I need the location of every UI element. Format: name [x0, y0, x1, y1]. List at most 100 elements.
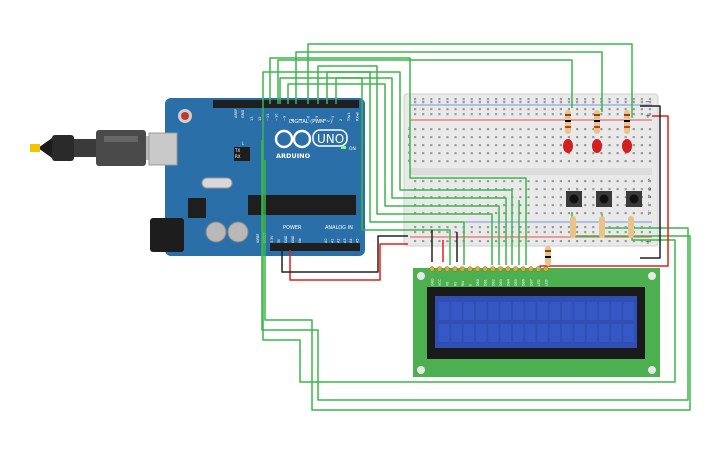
breadboard-hole — [559, 108, 562, 111]
lcd-char-cell — [451, 324, 462, 342]
breadboard-hole — [543, 144, 546, 147]
lcd-pin-label: LED — [545, 279, 549, 286]
breadboard-hole — [414, 152, 417, 155]
reset-button — [181, 112, 189, 120]
breadboard-hole — [551, 152, 554, 155]
lcd-char-cell — [488, 324, 499, 342]
wires — [261, 43, 691, 411]
breadboard-hole — [454, 128, 457, 131]
breadboard-hole — [592, 231, 595, 234]
breadboard-hole — [648, 152, 652, 155]
breadboard-hole — [527, 136, 530, 139]
breadboard-hole — [559, 240, 562, 243]
breadboard-hole — [454, 204, 457, 207]
breadboard-hole — [422, 113, 425, 116]
digital-pin-label: RX◂0 — [355, 111, 359, 121]
breadboard-hole — [632, 212, 635, 215]
breadboard-hole — [527, 212, 530, 215]
breadboard-hole — [495, 144, 498, 147]
breadboard-hole — [511, 101, 514, 104]
digital-pin-label: ~9 — [282, 115, 286, 121]
breadboard-hole — [584, 180, 587, 183]
breadboard-hole — [616, 136, 619, 139]
breadboard-hole — [616, 160, 619, 163]
breadboard-hole — [592, 226, 595, 229]
led-2 — [592, 110, 602, 153]
breadboard-hole — [414, 136, 417, 139]
breadboard-hole — [535, 160, 538, 163]
lcd-pin — [467, 266, 473, 272]
breadboard-hole — [503, 113, 506, 116]
digital-pin-label: 12 — [258, 116, 262, 121]
breadboard-hole — [519, 160, 522, 163]
wire-lcd-db5 — [287, 83, 500, 265]
wire-lcd-e — [326, 71, 465, 265]
breadboard-hole — [414, 212, 417, 215]
breadboard-hole — [470, 226, 473, 229]
breadboard-hole — [430, 128, 433, 131]
breadboard-hole — [446, 196, 449, 199]
push-button-1 — [566, 191, 582, 207]
breadboard-hole — [608, 231, 611, 234]
breadboard-hole — [454, 212, 457, 215]
breadboard-hole — [567, 180, 571, 183]
breadboard-hole — [616, 204, 619, 207]
breadboard-hole — [535, 113, 538, 116]
breadboard-hole — [632, 160, 635, 163]
breadboard-hole — [592, 160, 595, 163]
breadboard-hole — [559, 113, 562, 116]
breadboard-hole — [551, 226, 554, 229]
breadboard-hole — [414, 113, 417, 116]
breadboard-hole — [438, 101, 441, 104]
breadboard-hole — [624, 180, 627, 183]
breadboard-hole — [430, 204, 433, 207]
breadboard-hole — [592, 240, 595, 243]
breadboard-hole — [511, 108, 514, 111]
breadboard-hole — [543, 231, 546, 234]
breadboard-hole — [535, 188, 538, 191]
breadboard-hole — [519, 231, 522, 234]
lcd-char-cell — [475, 324, 487, 342]
breadboard-hole — [414, 160, 417, 163]
breadboard-hole — [462, 101, 465, 104]
breadboard-hole — [648, 136, 652, 139]
breadboard-hole — [551, 196, 554, 199]
wire-btn1 — [264, 160, 691, 411]
breadboard-hole — [559, 144, 562, 147]
analog-pin-label: A2 — [337, 239, 341, 243]
breadboard-hole — [446, 113, 449, 116]
breadboard-hole — [519, 226, 522, 229]
breadboard-hole — [430, 188, 433, 191]
breadboard-hole — [551, 98, 554, 101]
breadboard-hole — [486, 226, 490, 229]
breadboard-hole — [543, 136, 546, 139]
led-label-tx: TX — [234, 148, 240, 153]
breadboard-hole — [592, 128, 595, 131]
breadboard-hole — [567, 240, 571, 243]
arduino-model: UNO — [317, 132, 344, 146]
wire-5v — [289, 243, 408, 281]
breadboard-hole — [478, 136, 481, 139]
breadboard-hole — [478, 144, 481, 147]
breadboard-hole — [438, 240, 441, 243]
breadboard-hole — [559, 101, 562, 104]
breadboard-hole — [414, 240, 417, 243]
breadboard-hole — [608, 240, 611, 243]
breadboard-hole — [438, 180, 441, 183]
lcd-char-cell — [549, 324, 561, 342]
breadboard-hole — [430, 152, 433, 155]
breadboard-hole — [616, 98, 619, 101]
lcd-char-cell — [512, 302, 524, 320]
breadboard-hole — [648, 108, 652, 111]
power-pin-label: IOREF — [256, 233, 260, 243]
breadboard-hole — [438, 108, 441, 111]
breadboard-hole — [584, 196, 587, 199]
rail-plus-top: + — [645, 112, 651, 120]
breadboard-hole — [527, 128, 530, 131]
breadboard-hole — [503, 128, 506, 131]
led-label-l: L — [242, 141, 245, 146]
breadboard-hole — [648, 226, 652, 229]
breadboard-hole — [624, 101, 627, 104]
breadboard-hole — [624, 188, 627, 191]
breadboard-hole — [551, 240, 554, 243]
